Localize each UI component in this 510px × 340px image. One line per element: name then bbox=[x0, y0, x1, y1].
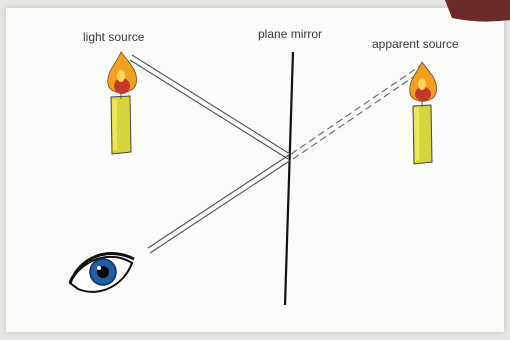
incident-ray bbox=[130, 55, 290, 159]
virtual-ray bbox=[291, 66, 422, 159]
apparent-source-candle-icon bbox=[410, 62, 437, 164]
plane-mirror-line bbox=[285, 52, 293, 305]
corner-photo-artifact bbox=[445, 0, 510, 22]
reflected-ray bbox=[148, 155, 291, 253]
observer-eye-icon bbox=[70, 254, 134, 292]
light-source-candle-icon bbox=[108, 52, 137, 154]
